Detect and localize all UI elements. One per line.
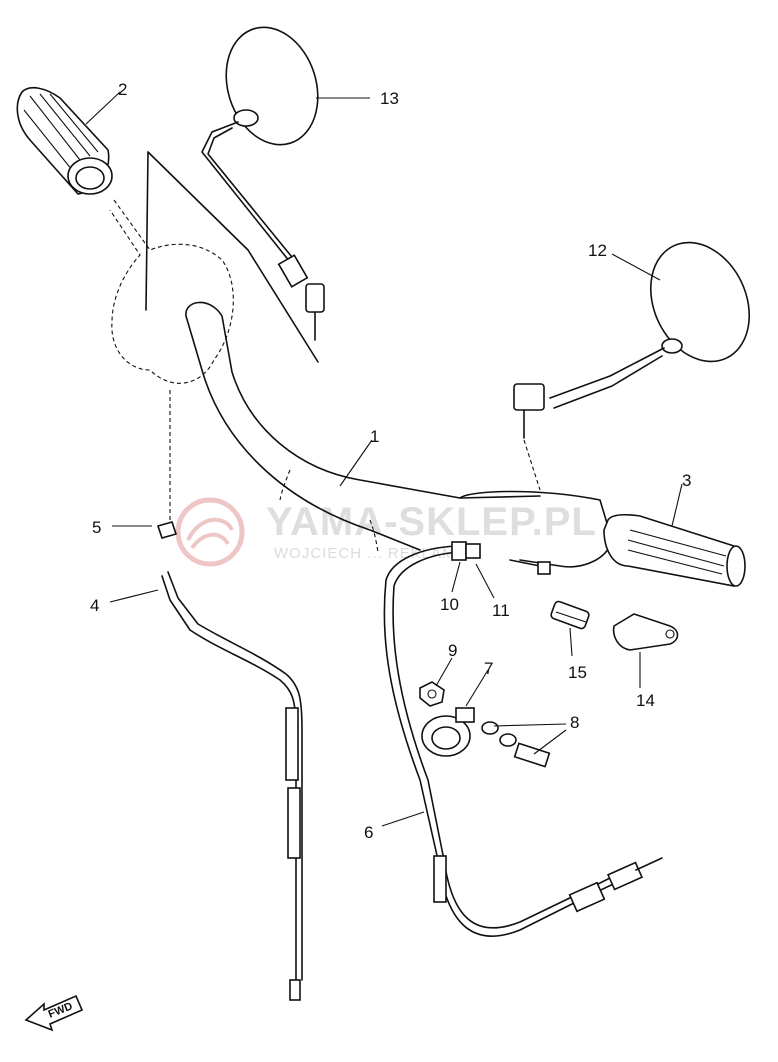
callout-7: 7 — [484, 659, 493, 678]
callout-6: 6 — [364, 823, 373, 842]
part-8-screws — [481, 721, 551, 768]
watermark-title: YAMA-SKLEP.PL — [266, 500, 597, 544]
fwd-arrow-icon: FWD — [24, 994, 84, 1032]
callout-5: 5 — [92, 518, 101, 537]
callout-10: 10 — [440, 595, 459, 614]
part-3-right-grip — [459, 490, 746, 587]
part-9-nut — [419, 681, 445, 707]
callout-15: 15 — [568, 663, 587, 682]
callout-9: 9 — [448, 641, 457, 660]
callout-2: 2 — [118, 80, 127, 99]
part-2-left-grip — [16, 86, 113, 195]
part-7-clamp — [421, 707, 475, 757]
callout-8: 8 — [570, 713, 579, 732]
callout-12: 12 — [588, 241, 607, 260]
callout-1: 1 — [370, 427, 379, 446]
callout-14: 14 — [636, 691, 655, 710]
part-10-adjuster-nut — [451, 541, 481, 561]
callout-3: 3 — [682, 471, 691, 490]
left-lever-bracket-outline — [109, 151, 319, 520]
part-4-clutch-cable — [161, 571, 303, 1001]
watermark: YAMA-SKLEP.PL WOJCIECH ... REKLAMA — [175, 497, 597, 567]
callout-13: 13 — [380, 89, 399, 108]
part-12-right-mirror — [513, 241, 751, 491]
part-6-throttle-cable — [383, 545, 663, 937]
part-14-switch — [612, 613, 679, 651]
callout-11: 11 — [492, 601, 510, 620]
part-15-switch — [550, 600, 590, 630]
part-11-screw — [509, 559, 551, 575]
leader-lines — [85, 91, 683, 827]
part-1-handlebar — [185, 301, 541, 553]
callout-4: 4 — [90, 596, 99, 615]
part-13-left-mirror — [201, 26, 325, 341]
watermark-logo-icon — [175, 497, 245, 567]
part-5-clip — [156, 521, 178, 539]
callout-labels: 2 13 12 1 3 5 4 10 11 9 7 15 14 8 6 — [90, 80, 691, 842]
